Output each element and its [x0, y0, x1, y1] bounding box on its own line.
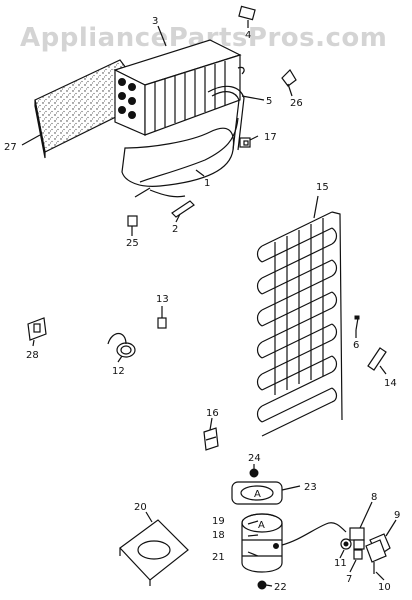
part-23-mount-plate: A [231, 481, 283, 505]
part-24-grommet [249, 468, 259, 478]
callout-3: 3 [152, 16, 158, 27]
callout-26: 26 [290, 98, 303, 109]
part-9-cover [365, 533, 391, 563]
callout-25: 25 [126, 238, 139, 249]
part-16-bracket [203, 427, 219, 451]
callout-13: 13 [156, 294, 169, 305]
callout-14: 14 [384, 378, 397, 389]
callout-21: 21 [212, 552, 225, 563]
part-15-condenser [256, 211, 343, 437]
part-26-bracket [281, 69, 297, 87]
part-3-evaporator [113, 39, 242, 136]
callout-5: 5 [266, 96, 272, 107]
callout-2: 2 [172, 224, 178, 235]
callout-1: 1 [204, 178, 210, 189]
part-13-sensor [157, 317, 167, 329]
part-11-overload [340, 538, 352, 550]
callout-23: 23 [304, 482, 317, 493]
part-6-screw [354, 315, 360, 331]
callout-9: 9 [394, 510, 400, 521]
part-2-connector [171, 200, 195, 218]
part-28-bracket [27, 317, 47, 341]
callout-8: 8 [371, 492, 377, 503]
callout-12: 12 [112, 366, 125, 377]
callout-27: 27 [4, 142, 17, 153]
part-12-wire [107, 332, 136, 358]
callout-17: 17 [264, 132, 277, 143]
part-4-clip [238, 5, 256, 21]
svg-text:A: A [254, 489, 261, 500]
callout-10: 10 [378, 582, 391, 593]
callout-20: 20 [134, 502, 147, 513]
svg-text:A: A [258, 520, 265, 531]
part-25-grommet [127, 215, 138, 227]
callout-4: 4 [245, 30, 251, 41]
callout-6: 6 [353, 340, 359, 351]
callout-24: 24 [248, 453, 261, 464]
callout-16: 16 [206, 408, 219, 419]
callout-18: 18 [212, 530, 225, 541]
callout-19: 19 [212, 516, 225, 527]
callout-15: 15 [316, 182, 329, 193]
part-19-compressor: A [241, 513, 347, 573]
part-8-relay [349, 527, 365, 550]
callout-labels: 3 4 5 1 2 26 17 25 27 15 13 12 28 6 14 1… [4, 16, 400, 593]
callout-11: 11 [334, 558, 347, 569]
part-5-drain-trough [207, 66, 245, 151]
callout-22: 22 [274, 582, 287, 593]
part-20-base-plate [119, 519, 189, 586]
callout-28: 28 [26, 350, 39, 361]
part-17-clip [239, 137, 251, 148]
callout-7: 7 [346, 574, 352, 585]
part-1-tubing [121, 117, 239, 198]
part-22-grommet [257, 580, 267, 590]
part-7-terminal [353, 549, 363, 560]
part-14-clip [367, 347, 387, 371]
